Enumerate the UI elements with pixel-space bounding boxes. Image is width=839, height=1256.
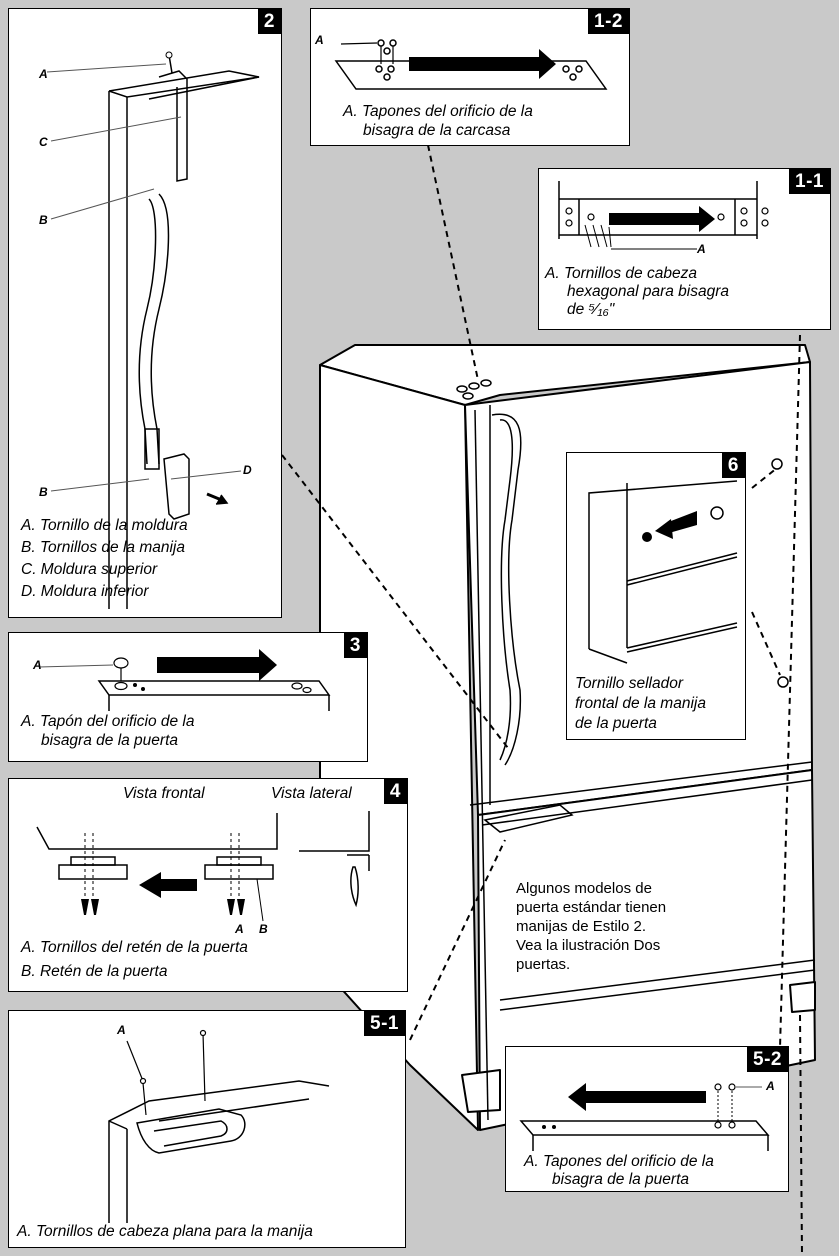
panel-2-legend-a: A. Tornillo de la moldura [21,517,188,534]
panel-2-label-a: A [39,67,48,81]
panel-2-legend-b: B. Tornillos de la manija [21,539,185,556]
panel-1-2-caption-1: A. Tapones del orificio de la [343,103,533,120]
panel-2-handle-drawing [46,51,260,609]
panel-1-1-badge: 1-1 [789,169,830,194]
style-note-line-3: manijas de Estilo 2. [516,918,647,935]
panel-4-badge: 4 [383,779,407,804]
panel-1-2-caption-2: bisagra de la carcasa [363,122,511,139]
panel-2-legend-d: D. Moldura inferior [21,583,149,600]
panel-3-drawing [38,649,331,711]
panel-4-legend-a: A. Tornillos del retén de la puerta [21,939,248,956]
panel-6: 6 Tornillo sellador frontal de la manija… [566,452,746,740]
panel-2-label-b-top: B [39,213,48,227]
panel-2-badge: 2 [257,9,281,34]
panel-5-1-badge: 5-1 [364,1011,405,1036]
panel-3-caption-2: bisagra de la puerta [41,732,179,749]
panel-1-1: 1-1 A A. Tornillos de cabeza hexagonal p… [538,168,831,330]
panel-5-1-label-a: A [117,1023,126,1037]
panel-5-2-drawing [519,1083,770,1151]
panel-2-label-d: D [243,463,252,477]
panel-2: 2 A C B B D A. Tornillo de la moldura [8,8,282,618]
panel-5-2-caption-2: bisagra de la puerta [552,1171,690,1188]
panel-1-1-label-a: A [697,242,706,256]
panel-5-2-caption-1: A. Tapones del orificio de la [524,1153,714,1170]
panel-3-label-a: A [33,658,42,672]
style-note-line-1: Algunos modelos de [516,880,652,897]
panel-1-1-caption-2: hexagonal para bisagra [567,283,730,300]
style-note-line-5: puertas. [516,956,571,973]
panel-6-badge: 6 [721,453,745,478]
panel-4-front-view: Vista frontal [123,785,205,802]
panel-1-2-label-a: A [315,33,324,47]
panel-4-legend-b: B. Retén de la puerta [21,963,168,980]
panel-6-drawing [588,480,738,664]
panel-4: 4 Vista frontal Vista lateral [8,778,408,992]
panel-1-2-drawing [334,39,608,90]
panel-5-2-label-a: A [766,1079,775,1093]
panel-4-label-b: B [259,922,268,936]
panel-1-2-badge: 1-2 [588,9,629,34]
panel-6-caption-3: de la puerta [575,715,657,732]
style-note-line-2: puerta estándar tienen [516,899,667,916]
panel-6-caption-2: frontal de la manija [575,695,706,712]
panel-1-1-caption-1: A. Tornillos de cabeza [545,265,697,282]
panel-3-badge: 3 [343,633,367,658]
panel-6-caption-1: Tornillo sellador [575,675,683,692]
panel-5-2-badge: 5-2 [747,1047,788,1072]
panel-1-1-drawing [558,181,769,250]
panel-5-2: 5-2 A A. Tapones del orificio de la bisa… [505,1046,789,1192]
panel-5-1-drawing [108,1029,330,1223]
panel-2-label-b-bottom: B [39,485,48,499]
panel-5-1-caption: A. Tornillos de cabeza plana para la man… [17,1223,313,1240]
panel-5-1: 5-1 A A. Tornillos de cabeza plana para … [8,1010,406,1248]
panel-2-label-c: C [39,135,48,149]
style-note-line-4: Vea la ilustración Dos [516,937,661,954]
panel-3: 3 A A. Tapón del orificio de la bisagra … [8,632,368,762]
panel-4-side-view: Vista lateral [271,785,352,802]
panel-4-label-a: A [235,922,244,936]
panel-3-caption-1: A. Tapón del orificio de la [21,713,195,730]
panel-1-1-caption-3: de ⁵⁄₁₆" [567,301,615,318]
panel-2-legend-c: C. Moldura superior [21,561,158,578]
panel-4-drawing [36,811,370,922]
panel-1-2: 1-2 A A. Tapones del orificio de la bisa… [310,8,630,146]
